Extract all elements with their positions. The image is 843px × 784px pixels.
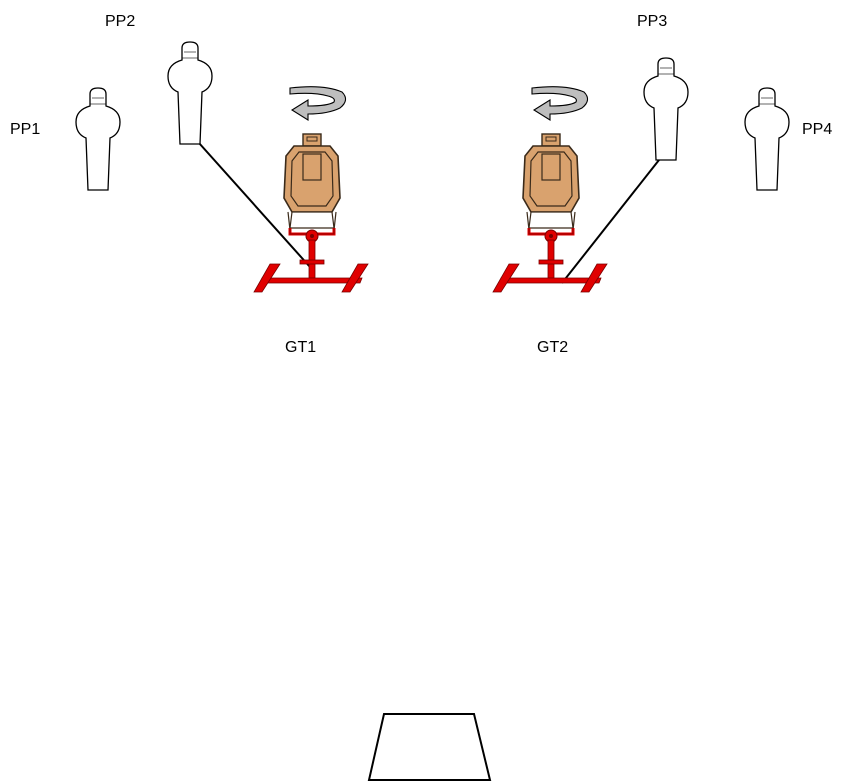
label-gt1: GT1 — [285, 339, 316, 356]
pepper-popper-icon — [643, 57, 689, 161]
link-pp2-gt1 — [198, 142, 311, 268]
link-pp3-gt2 — [561, 159, 660, 284]
label-pp3: PP3 — [637, 13, 667, 30]
rotation-arrow-icon — [531, 86, 589, 121]
pepper-popper-icon — [744, 87, 790, 191]
rotation-arrow-icon — [289, 86, 347, 121]
label-pp1: PP1 — [10, 121, 40, 138]
pepper-popper-icon — [167, 41, 213, 145]
rotating-target-icon — [491, 132, 609, 294]
label-gt2: GT2 — [537, 339, 568, 356]
shooting-box-icon — [367, 713, 492, 781]
label-pp4: PP4 — [802, 121, 832, 138]
pepper-popper-icon — [75, 87, 121, 191]
rotating-target-icon — [252, 132, 370, 294]
label-pp2: PP2 — [105, 13, 135, 30]
